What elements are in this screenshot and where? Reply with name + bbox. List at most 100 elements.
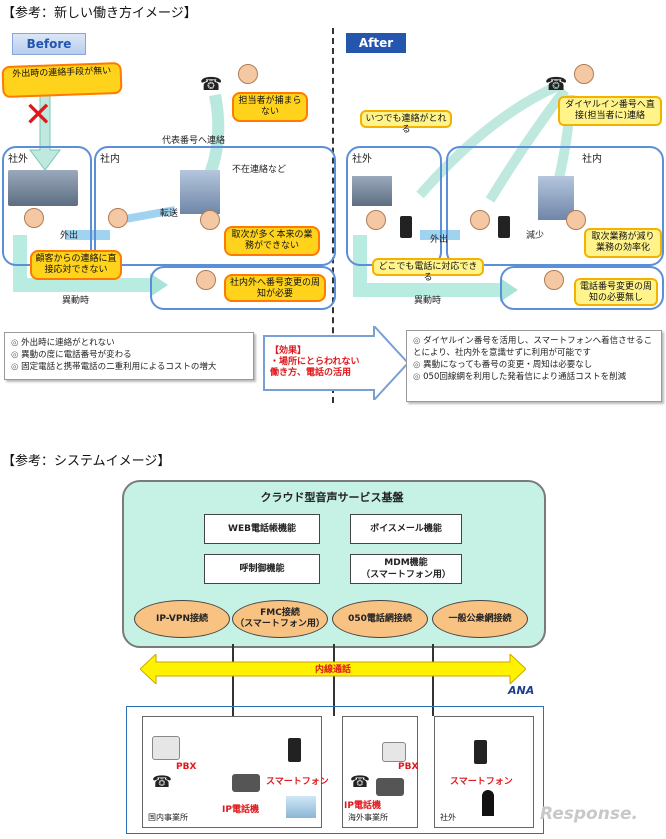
after-tab: After: [346, 33, 406, 53]
building-icon: [286, 796, 316, 818]
desk-phone-icon: ☎: [545, 74, 568, 95]
ana-building-icon: [180, 170, 220, 214]
box-direct: ダイヤルイン番号へ直接(担当者に)連絡: [558, 96, 662, 126]
person-icon: [574, 64, 594, 84]
before-bullet: 異動の度に電話番号が変わる: [11, 349, 247, 361]
smartphone-icon: [498, 216, 510, 238]
phone-icon: ☎: [152, 772, 172, 791]
ip-phone-label-domestic: IP電話機: [222, 805, 259, 815]
label-going-out-after: 外出: [430, 235, 449, 245]
section1-title: 【参考：新しい働き方イメージ】: [2, 6, 197, 21]
label-decrease: 減少: [526, 231, 545, 241]
connector-line: [333, 644, 335, 716]
person-icon: [544, 270, 564, 290]
person-icon: [566, 210, 586, 230]
func-call-label: 呼制御機能: [239, 564, 285, 574]
callout-number-change: 社内外へ番号変更の周知が必要: [224, 274, 326, 302]
label-absence: 不在連絡など: [232, 165, 287, 175]
smartphone-label-outside: スマートフォン: [450, 777, 513, 787]
site-overseas-label: 海外事業所: [348, 813, 388, 822]
box-efficiency: 取次業務が減り業務の効率化: [584, 228, 662, 258]
callout-no-means: 外出時の連絡手段が無い: [1, 61, 123, 99]
person-icon: [196, 270, 216, 290]
before-inside-label: 社内: [100, 154, 120, 165]
func-mdm-sub: （スマートフォン用）: [361, 570, 451, 580]
after-relocation-zone: [500, 266, 664, 310]
ana-logo: ANA: [508, 684, 535, 697]
conn-fmc: FMC接続 （スマートフォン用）: [232, 600, 328, 638]
smartphone-icon: [400, 216, 412, 238]
city-buildings-icon: [8, 170, 78, 206]
conn-fmc-label: FMC接続: [260, 608, 300, 618]
person-icon: [108, 208, 128, 228]
connector-line: [232, 644, 234, 716]
before-bullet: 固定電話と携帯電話の二重利用によるコストの増大: [11, 361, 247, 373]
before-after-divider: [332, 28, 334, 403]
conn-public-label: 一般公衆網接続: [448, 613, 512, 624]
conn-050-label: 050電話網接続: [348, 613, 412, 624]
effect-line-1: 【効果】: [270, 346, 307, 356]
label-relocation-before: 異動時: [62, 296, 90, 306]
person-icon: [200, 210, 220, 230]
label-rep-number: 代表番号へ連絡: [162, 136, 226, 146]
after-bullet: 050回線網を利用した発着信により通話コストを削減: [413, 371, 655, 383]
section2-title: 【参考：システムイメージ】: [2, 454, 171, 469]
before-bullet: 外出時に連絡がとれない: [11, 337, 247, 349]
after-outside-label: 社外: [352, 154, 372, 165]
effect-line-2: ・場所にとらわれない: [270, 357, 360, 367]
effect-text: 【効果】 ・場所にとらわれない 働き方、電話の活用: [270, 346, 360, 379]
before-relocation-zone: [150, 266, 336, 310]
func-mdm: MDM機能 （スマートフォン用）: [350, 554, 462, 584]
effect-line-3: 働き方、電話の活用: [270, 368, 352, 378]
box-anytime: いつでも連絡がとれる: [360, 110, 452, 135]
conn-050: 050電話網接続: [332, 600, 428, 638]
conn-fmc-sub: （スマートフォン用）: [235, 619, 325, 629]
after-inside-label: 社内: [582, 154, 602, 165]
conn-public: 一般公衆網接続: [432, 600, 528, 638]
smartphone-icon: [474, 740, 487, 764]
pbx-label-domestic: PBX: [176, 762, 197, 772]
watermark-logo: Response.: [540, 804, 638, 824]
conn-ipvpn-label: IP-VPN接続: [156, 613, 208, 624]
smartphone-icon: [288, 738, 301, 762]
businessman-icon: [482, 790, 494, 816]
after-bullet: 異動になっても番号の変更・周知は必要なし: [413, 359, 655, 371]
callout-customer: 顧客からの連絡に直接応対できない: [30, 250, 122, 280]
box-no-notice: 電話番号変更の周知の必要無し: [574, 278, 658, 306]
func-mdm-label: MDM機能: [384, 558, 428, 568]
before-tab: Before: [12, 33, 86, 55]
pbx-icon: [382, 742, 406, 762]
site-overseas: [342, 716, 418, 828]
cloud-title: クラウド型音声サービス基盤: [260, 491, 404, 504]
callout-unreachable: 担当者が捕まらない: [232, 92, 308, 122]
city-buildings-icon: [352, 176, 392, 206]
smartphone-label-domestic: スマートフォン: [266, 777, 329, 787]
box-anywhere: どこでも電話に対応できる: [372, 258, 484, 283]
after-inside-zone: [446, 146, 664, 266]
phone-icon: ☎: [350, 772, 370, 791]
person-icon: [366, 210, 386, 230]
func-voicemail: ボイスメール機能: [350, 514, 462, 544]
conn-ipvpn: IP-VPN接続: [134, 600, 230, 638]
label-relocation-after: 異動時: [414, 296, 442, 306]
extension-call-arrow: [140, 654, 526, 684]
callout-relay: 取次が多く本来の業務ができない: [224, 226, 320, 256]
pbx-label-overseas: PBX: [398, 762, 419, 772]
after-bullet: ダイヤルイン番号を活用し、スマートフォンへ着信させることにより、社内外を意識せず…: [413, 335, 655, 359]
site-domestic-label: 国内事業所: [148, 813, 188, 822]
func-web-phonebook: WEB電話帳機能: [204, 514, 320, 544]
person-icon: [24, 208, 44, 228]
person-icon: [238, 64, 258, 84]
func-web-label: WEB電話帳機能: [228, 524, 296, 534]
before-outside-label: 社外: [8, 154, 28, 165]
effect-arrow: [263, 326, 410, 400]
extension-call-label: 内線通話: [314, 665, 351, 675]
before-inside-zone: [94, 146, 336, 266]
desk-phone-icon: ☎: [200, 74, 223, 95]
cross-mark-icon: ✕: [24, 95, 53, 135]
func-call-control: 呼制御機能: [204, 554, 320, 584]
pbx-icon: [152, 736, 180, 760]
site-outside-label: 社外: [440, 813, 456, 822]
before-summary: 外出時に連絡がとれない 異動の度に電話番号が変わる 固定電話と携帯電話の二重利用…: [4, 332, 254, 380]
label-transfer: 転送: [160, 209, 179, 219]
